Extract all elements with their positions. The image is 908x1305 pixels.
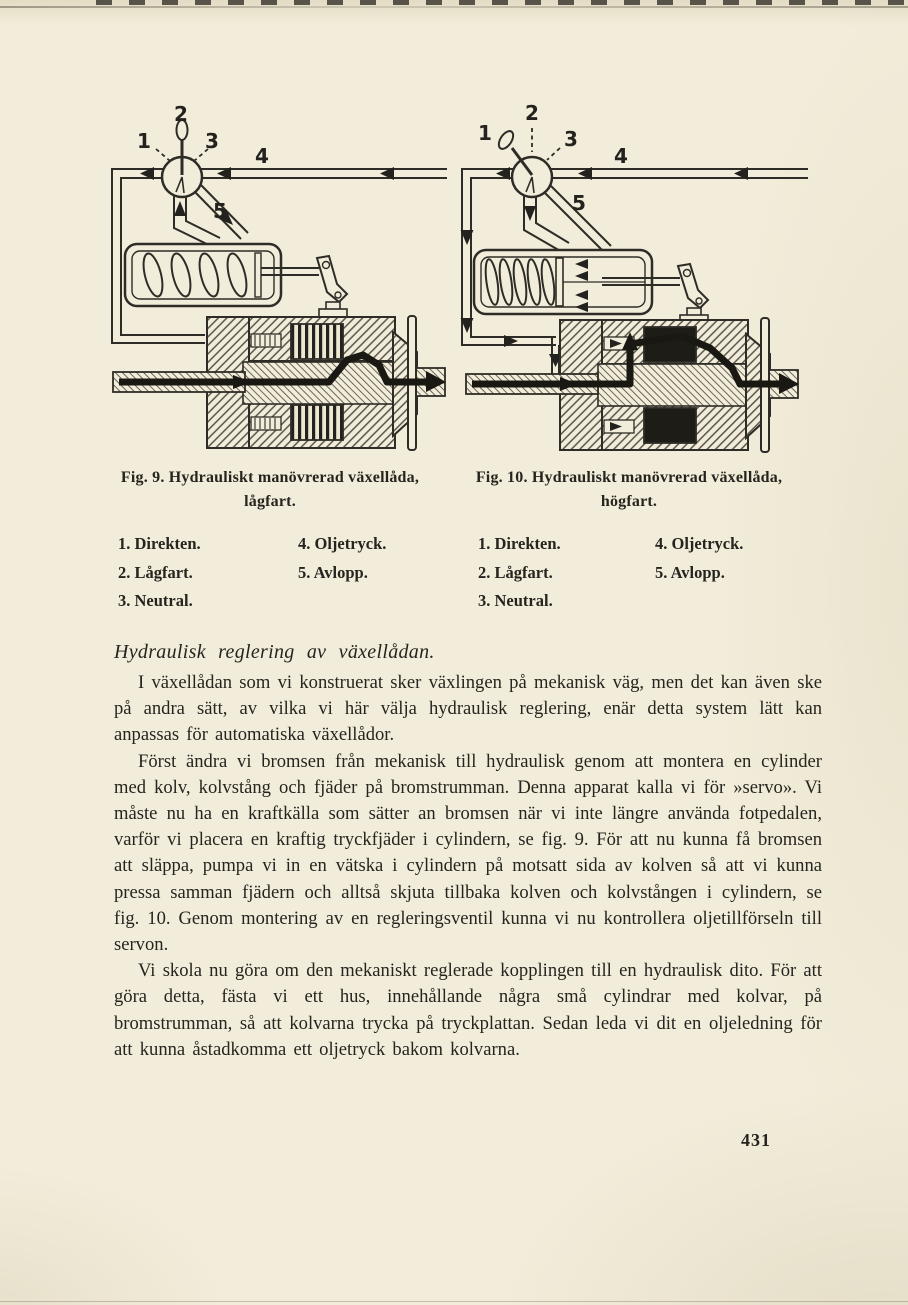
label-5: 5 [572,191,586,215]
figure10-number-labels: 1 2 3 4 5 [478,101,628,215]
control-valve [155,119,209,199]
legend-item: 1. Direkten. [478,534,561,553]
label-2: 2 [174,102,188,126]
label-3: 3 [564,127,578,151]
servo-cylinder [123,242,319,308]
brake-lever [315,254,349,318]
label-2: 2 [525,101,539,125]
legend-item: 3. Neutral. [478,591,553,610]
legend-item: 2. Lågfart. [118,562,193,582]
figure9-diagram: 1 2 3 4 5 [111,102,447,451]
scan-bottom-edge [0,1301,908,1302]
figure9-legend-col2: 4. Oljetryck. 5. Avlopp. [298,530,386,587]
brake-lever [676,262,710,324]
power-flow-path [472,332,799,394]
legend-item: 2. Lågfart. [478,562,553,582]
label-4: 4 [255,144,269,168]
paragraph: I växellådan som vi konstruerat sker väx… [114,672,822,746]
legend-item: 5. Avlopp. [655,562,725,582]
legend-item: 1. Direkten. [118,534,201,553]
label-3: 3 [205,129,219,153]
flow-arrows [460,167,748,367]
control-valve [497,128,561,199]
section-heading: Hydraulisk reglering av växellådan. [114,641,435,663]
figure9-caption-line1: Fig. 9. Hydrauliskt manövrerad växellåda… [120,469,420,486]
page-number: 431 [741,1130,771,1150]
figure9-number-labels: 1 2 3 4 5 [137,102,269,223]
label-1: 1 [137,129,151,153]
figure9-caption: Fig. 9. Hydrauliskt manövrerad växellåda… [100,466,440,514]
oil-pipes [111,168,447,344]
scan-edge-dashes [96,0,908,5]
legend-item: 4. Oljetryck. [298,534,387,553]
paragraph: Vi skola nu göra om den mekaniskt regler… [114,960,822,1060]
body-text: I växellådan som vi konstruerat sker väx… [114,670,822,1063]
figure10-caption: Fig. 10. Hydrauliskt manövrerad växellåd… [455,466,803,514]
figure9-caption-line2: lågfart. [244,493,296,510]
figure10-caption-line2: högfart. [600,493,658,510]
servo-pressure-arrows [575,259,588,312]
legend-item: 4. Oljetryck. [655,534,744,553]
servo-cylinder [472,248,680,316]
figure9-legend-col1: 1. Direkten. 2. Lågfart. 3. Neutral. [118,530,201,616]
power-flow-path [119,351,446,392]
figure10-legend-col2: 4. Oljetryck. 5. Avlopp. [655,530,743,587]
figure10-diagram: 1 2 3 4 5 [460,101,808,453]
scan-edge-artifact [0,6,908,8]
paragraph: Först ändra vi bromsen från mekanisk til… [114,750,822,956]
label-1: 1 [478,121,492,145]
figure10-legend-col1: 1. Direkten. 2. Lågfart. 3. Neutral. [478,530,561,616]
flow-arrows [140,167,394,225]
figure10-caption-line1: Fig. 10. Hydrauliskt manövrerad växellåd… [475,469,783,486]
oil-pipes [461,168,808,374]
label-4: 4 [614,144,628,168]
legend-item: 3. Neutral. [118,591,193,610]
legend-item: 5. Avlopp. [298,562,368,582]
label-5: 5 [213,199,227,223]
